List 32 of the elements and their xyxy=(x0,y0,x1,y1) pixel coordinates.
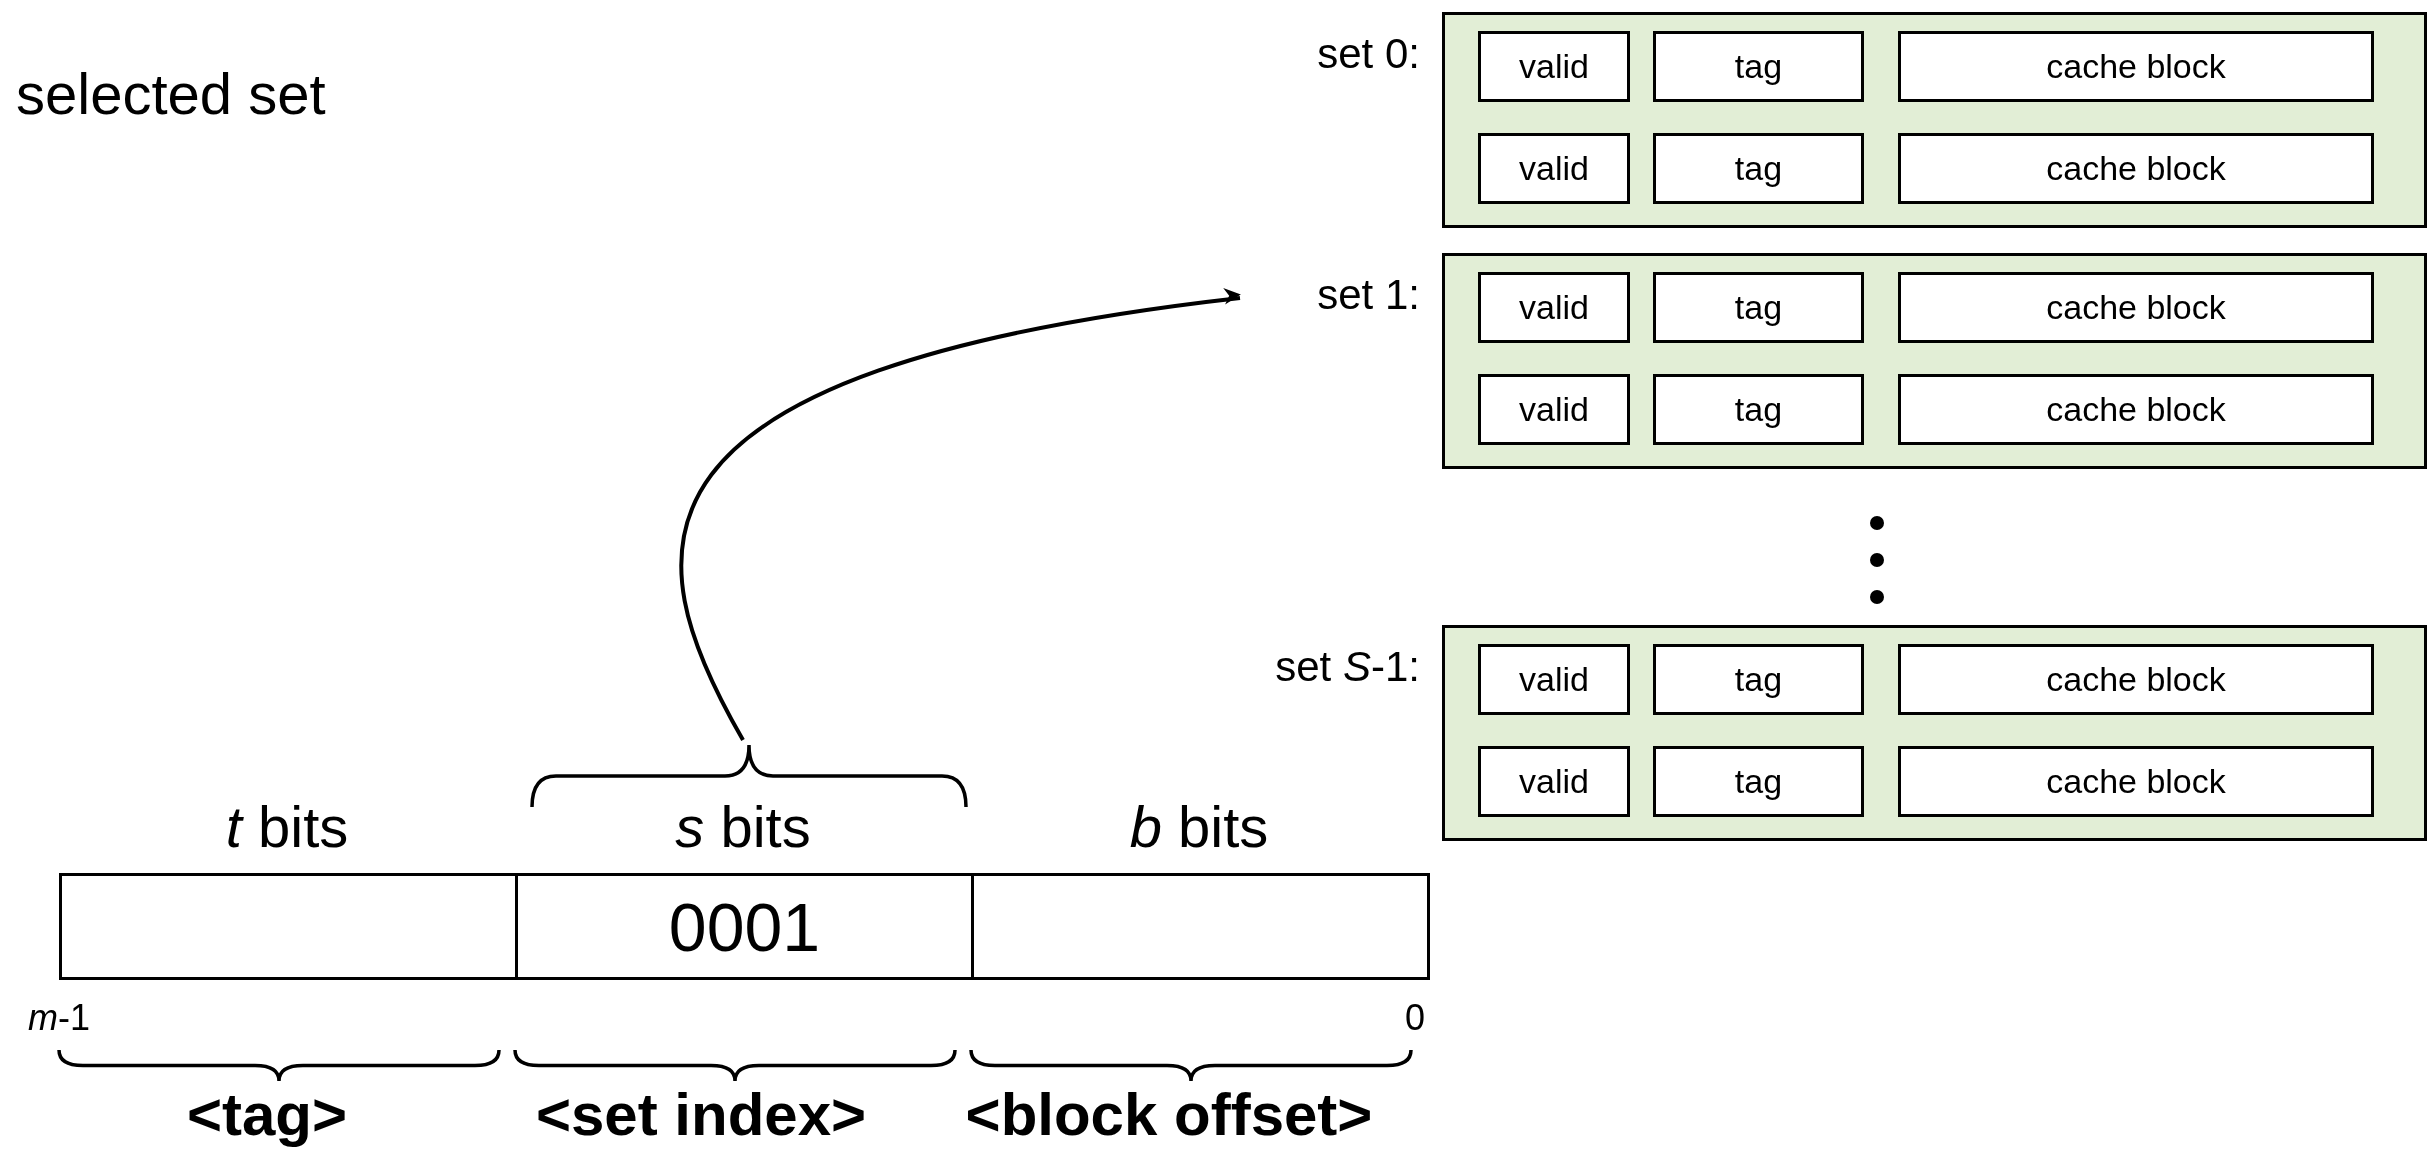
cache-line-field: valid xyxy=(1478,133,1630,204)
set-label: set 1: xyxy=(1317,271,1420,319)
cache-line-field: tag xyxy=(1653,644,1864,715)
bit-position-label: m-1 xyxy=(28,998,90,1038)
cache-line-field: tag xyxy=(1653,31,1864,102)
bit-position-label: 0 xyxy=(1405,998,1426,1038)
cache-line-field: valid xyxy=(1478,644,1630,715)
cache-line-field: cache block xyxy=(1898,31,2374,102)
cache-line-field: cache block xyxy=(1898,374,2374,445)
cache-line-field: valid xyxy=(1478,31,1630,102)
field-width-label: b bits xyxy=(1129,798,1269,856)
cache-line-field: tag xyxy=(1653,374,1864,445)
cache-line-field: valid xyxy=(1478,746,1630,817)
set-label: set 0: xyxy=(1317,30,1420,78)
cache-line-field: cache block xyxy=(1898,644,2374,715)
field-width-label: s bits xyxy=(675,798,811,856)
field-name-label: <block offset> xyxy=(965,1082,1373,1148)
cache-line-field: tag xyxy=(1653,272,1864,343)
cache-line-field: cache block xyxy=(1898,746,2374,817)
cache-line-field: tag xyxy=(1653,746,1864,817)
heading-label: selected set xyxy=(16,62,326,126)
cache-line-field: cache block xyxy=(1898,133,2374,204)
address-field-segment: 0001 xyxy=(515,873,974,980)
field-name-label: <tag> xyxy=(186,1082,348,1148)
arrow xyxy=(679,288,1241,741)
cache-line-field: cache block xyxy=(1898,272,2374,343)
cache-line-field: valid xyxy=(1478,374,1630,445)
set-label: set S-1: xyxy=(1275,643,1420,691)
field-width-label: t bits xyxy=(225,798,349,856)
cache-line-field: valid xyxy=(1478,272,1630,343)
cache-line-field: tag xyxy=(1653,133,1864,204)
field-name-label: <set index> xyxy=(535,1082,867,1148)
